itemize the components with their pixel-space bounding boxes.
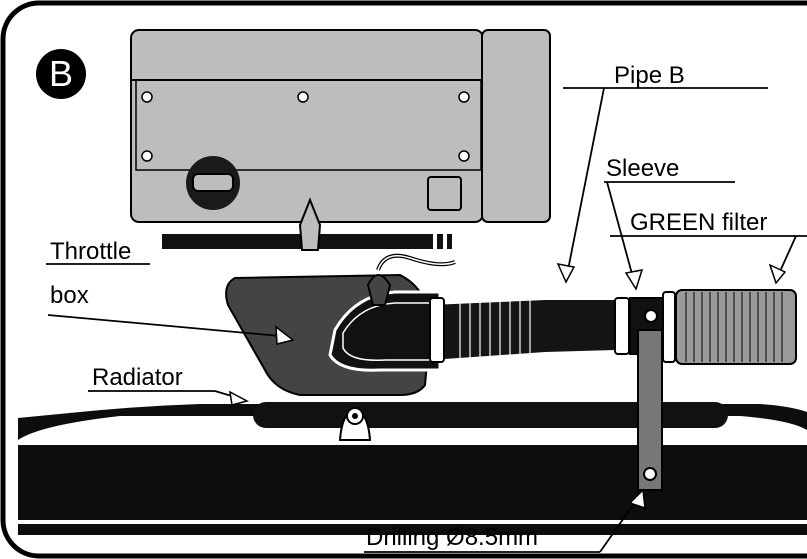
pipe-b-leader <box>565 87 605 281</box>
hose-clamp-middle <box>614 297 630 355</box>
green-filter-pleats <box>685 292 783 362</box>
box-leader <box>47 314 281 337</box>
screw <box>297 91 309 103</box>
sensor <box>366 274 392 306</box>
chassis-stripe <box>18 520 807 524</box>
switch-square <box>427 176 462 211</box>
sleeve-label: Sleeve <box>606 155 680 182</box>
screw <box>141 150 153 162</box>
section-badge: B <box>48 53 73 94</box>
fuel-cap-handle <box>192 173 234 192</box>
drilling-label: Drilling Ø8.5mm <box>366 526 538 550</box>
diameter-symbol: Ø <box>446 524 465 551</box>
drilling-size: 8.5mm <box>464 524 539 551</box>
pipe-b-label: Pipe B <box>614 62 685 89</box>
screw <box>141 91 153 103</box>
screw <box>458 150 470 162</box>
mount-bracket <box>637 329 663 491</box>
sleeve-screw <box>644 309 658 323</box>
throttle-label: Throttle <box>50 238 132 265</box>
box-label: box <box>50 282 89 309</box>
drilling-hole <box>643 467 657 481</box>
pipe-b-corrugations <box>459 300 531 358</box>
control-box-panel <box>135 79 482 171</box>
hose-clamp-left <box>429 297 445 363</box>
sleeve-leader <box>606 181 636 286</box>
control-box-side <box>481 29 551 223</box>
radiator-mount-bolt-center <box>352 413 358 419</box>
sensor-cable-highlight <box>377 255 456 271</box>
radiator-label: Radiator <box>92 364 183 391</box>
green-filter-label: GREEN filter <box>630 209 768 236</box>
badge-circle <box>36 49 86 99</box>
rod-ring <box>443 234 447 249</box>
radiator <box>253 402 728 428</box>
pipe-b <box>430 300 615 360</box>
nozzle <box>298 197 322 251</box>
drilling-text: Drilling <box>366 524 440 551</box>
rod-ring <box>433 234 437 249</box>
leader-arrows <box>229 262 787 510</box>
screw <box>458 91 470 103</box>
filter-clamp <box>662 291 676 363</box>
